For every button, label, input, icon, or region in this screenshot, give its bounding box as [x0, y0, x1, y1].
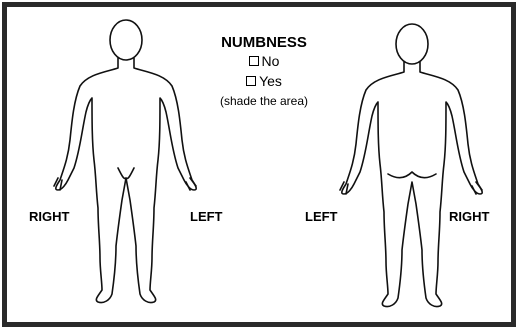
yes-checkbox[interactable] — [246, 76, 256, 86]
back-body-figure[interactable] — [322, 0, 502, 320]
no-checkbox[interactable] — [249, 56, 259, 66]
front-left-label: LEFT — [190, 209, 223, 224]
back-right-label: RIGHT — [449, 209, 489, 224]
numbness-option-yes[interactable]: Yes — [196, 73, 332, 89]
back-left-label: LEFT — [305, 209, 338, 224]
numbness-option-no[interactable]: No — [196, 53, 332, 69]
front-body-figure[interactable] — [36, 0, 216, 320]
front-right-label: RIGHT — [29, 209, 69, 224]
yes-label: Yes — [259, 73, 282, 89]
shade-instruction: (shade the area) — [186, 94, 342, 108]
no-label: No — [262, 53, 280, 69]
numbness-title: NUMBNESS — [196, 34, 332, 51]
